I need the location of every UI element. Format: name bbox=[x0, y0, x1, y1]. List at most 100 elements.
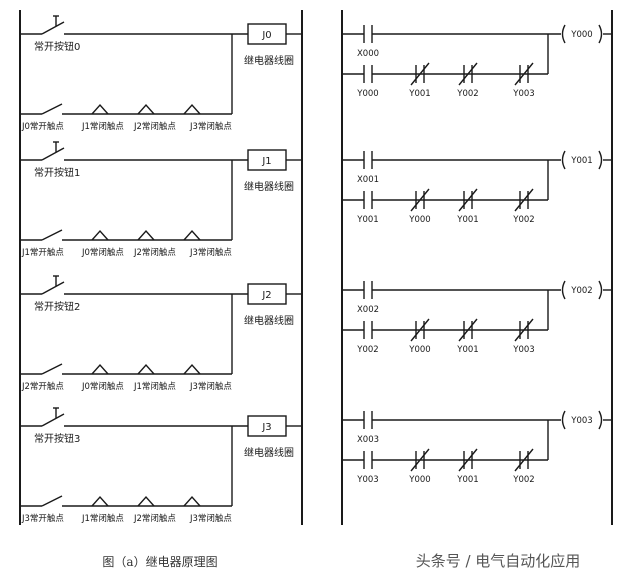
nc-contact bbox=[183, 229, 201, 241]
nc-contact-slash bbox=[514, 448, 534, 472]
push-button-contact bbox=[41, 21, 65, 35]
nc-contact-slash bbox=[458, 62, 478, 86]
coil-name: J3 bbox=[261, 422, 271, 433]
nc-contact-slash bbox=[458, 448, 478, 472]
nc-contact bbox=[137, 495, 155, 507]
contact-label: J0常开触点 bbox=[21, 121, 64, 132]
coil-left-arc bbox=[561, 24, 566, 44]
output-label: Y002 bbox=[570, 286, 592, 296]
coil-right-arc bbox=[598, 280, 603, 300]
nc-contact-slash bbox=[410, 318, 430, 342]
interlock-label: Y002 bbox=[456, 89, 478, 99]
push-button-contact bbox=[41, 413, 65, 427]
coil-left-arc bbox=[561, 280, 566, 300]
contact-label: J2常开触点 bbox=[21, 381, 64, 392]
interlock-label: Y001 bbox=[456, 345, 478, 355]
seal-contact bbox=[41, 363, 63, 375]
coil-name: J1 bbox=[261, 156, 271, 167]
push-button-contact bbox=[41, 147, 65, 161]
coil-label: 继电器线圈 bbox=[244, 54, 294, 67]
nc-contact bbox=[91, 103, 109, 115]
relay-row: 常开按钮3 J3 继电器线圈 J3常开触点 J1常闭触点 J2常闭触点 J3常闭触点 bbox=[20, 407, 302, 524]
interlock-label: Y000 bbox=[408, 475, 430, 485]
nc-contact bbox=[91, 229, 109, 241]
contact-label: J0常闭触点 bbox=[81, 247, 124, 258]
coil-name: J0 bbox=[261, 30, 271, 41]
coil-right-arc bbox=[598, 410, 603, 430]
contact-label: J1常闭触点 bbox=[81, 121, 124, 132]
nc-contact bbox=[183, 363, 201, 375]
nc-contact bbox=[91, 495, 109, 507]
coil-right-arc bbox=[598, 150, 603, 170]
interlock-label: Y001 bbox=[456, 475, 478, 485]
nc-contact-slash bbox=[514, 62, 534, 86]
interlock-label: Y003 bbox=[512, 89, 534, 99]
input-label: X001 bbox=[357, 175, 379, 185]
nc-contact-slash bbox=[514, 188, 534, 212]
nc-contact-slash bbox=[410, 448, 430, 472]
output-label: Y000 bbox=[570, 30, 592, 40]
contact-label: J1常闭触点 bbox=[81, 513, 124, 524]
watermark-text: 头条号 / 电气自动化应用 bbox=[416, 552, 581, 570]
seal-label: Y000 bbox=[356, 89, 378, 99]
contact-label: J3常闭触点 bbox=[189, 513, 232, 524]
contact-label: J3常闭触点 bbox=[189, 121, 232, 132]
button-label: 常开按钮1 bbox=[34, 166, 80, 179]
nc-contact bbox=[91, 363, 109, 375]
nc-contact bbox=[137, 103, 155, 115]
contact-label: J1常闭触点 bbox=[133, 381, 176, 392]
seal-contact bbox=[41, 103, 63, 115]
input-label: X000 bbox=[357, 49, 379, 59]
nc-contact bbox=[137, 363, 155, 375]
push-button-contact bbox=[41, 281, 65, 295]
contact-label: J2常闭触点 bbox=[133, 247, 176, 258]
interlock-label: Y000 bbox=[408, 345, 430, 355]
nc-contact bbox=[137, 229, 155, 241]
nc-contact-slash bbox=[514, 318, 534, 342]
seal-contact bbox=[41, 495, 63, 507]
interlock-label: Y002 bbox=[512, 475, 534, 485]
coil-left-arc bbox=[561, 150, 566, 170]
nc-contact-slash bbox=[458, 188, 478, 212]
relay-row: 常开按钮0 J0 继电器线圈 J0常开触点 J1常闭触点 J2常闭触点 J3常闭触点 bbox=[20, 15, 302, 132]
nc-contact-slash bbox=[458, 318, 478, 342]
contact-label: J2常闭触点 bbox=[133, 513, 176, 524]
button-label: 常开按钮2 bbox=[34, 300, 80, 313]
button-label: 常开按钮0 bbox=[34, 40, 80, 53]
nc-contact-slash bbox=[410, 188, 430, 212]
seal-label: Y003 bbox=[356, 475, 378, 485]
seal-contact bbox=[41, 229, 63, 241]
output-label: Y001 bbox=[570, 156, 592, 166]
coil-label: 继电器线圈 bbox=[244, 180, 294, 193]
output-label: Y003 bbox=[570, 416, 592, 426]
interlock-label: Y002 bbox=[512, 215, 534, 225]
coil-right-arc bbox=[598, 24, 603, 44]
interlock-label: Y001 bbox=[408, 89, 430, 99]
contact-label: J1常开触点 bbox=[21, 247, 64, 258]
interlock-label: Y000 bbox=[408, 215, 430, 225]
contact-label: J3常闭触点 bbox=[189, 247, 232, 258]
contact-label: J3常开触点 bbox=[21, 513, 64, 524]
seal-label: Y002 bbox=[356, 345, 378, 355]
coil-label: 继电器线圈 bbox=[244, 314, 294, 327]
button-label: 常开按钮3 bbox=[34, 432, 80, 445]
coil-label: 继电器线圈 bbox=[244, 446, 294, 459]
figure-caption: 图（a）继电器原理图 bbox=[102, 555, 217, 569]
nc-contact bbox=[183, 103, 201, 115]
input-label: X003 bbox=[357, 435, 379, 445]
input-label: X002 bbox=[357, 305, 379, 315]
contact-label: J0常闭触点 bbox=[81, 381, 124, 392]
relay-row: 常开按钮1 J1 继电器线圈 J1常开触点 J0常闭触点 J2常闭触点 J3常闭触点 bbox=[20, 141, 302, 258]
nc-contact-slash bbox=[410, 62, 430, 86]
interlock-label: Y003 bbox=[512, 345, 534, 355]
contact-label: J2常闭触点 bbox=[133, 121, 176, 132]
coil-name: J2 bbox=[261, 290, 271, 301]
nc-contact bbox=[183, 495, 201, 507]
